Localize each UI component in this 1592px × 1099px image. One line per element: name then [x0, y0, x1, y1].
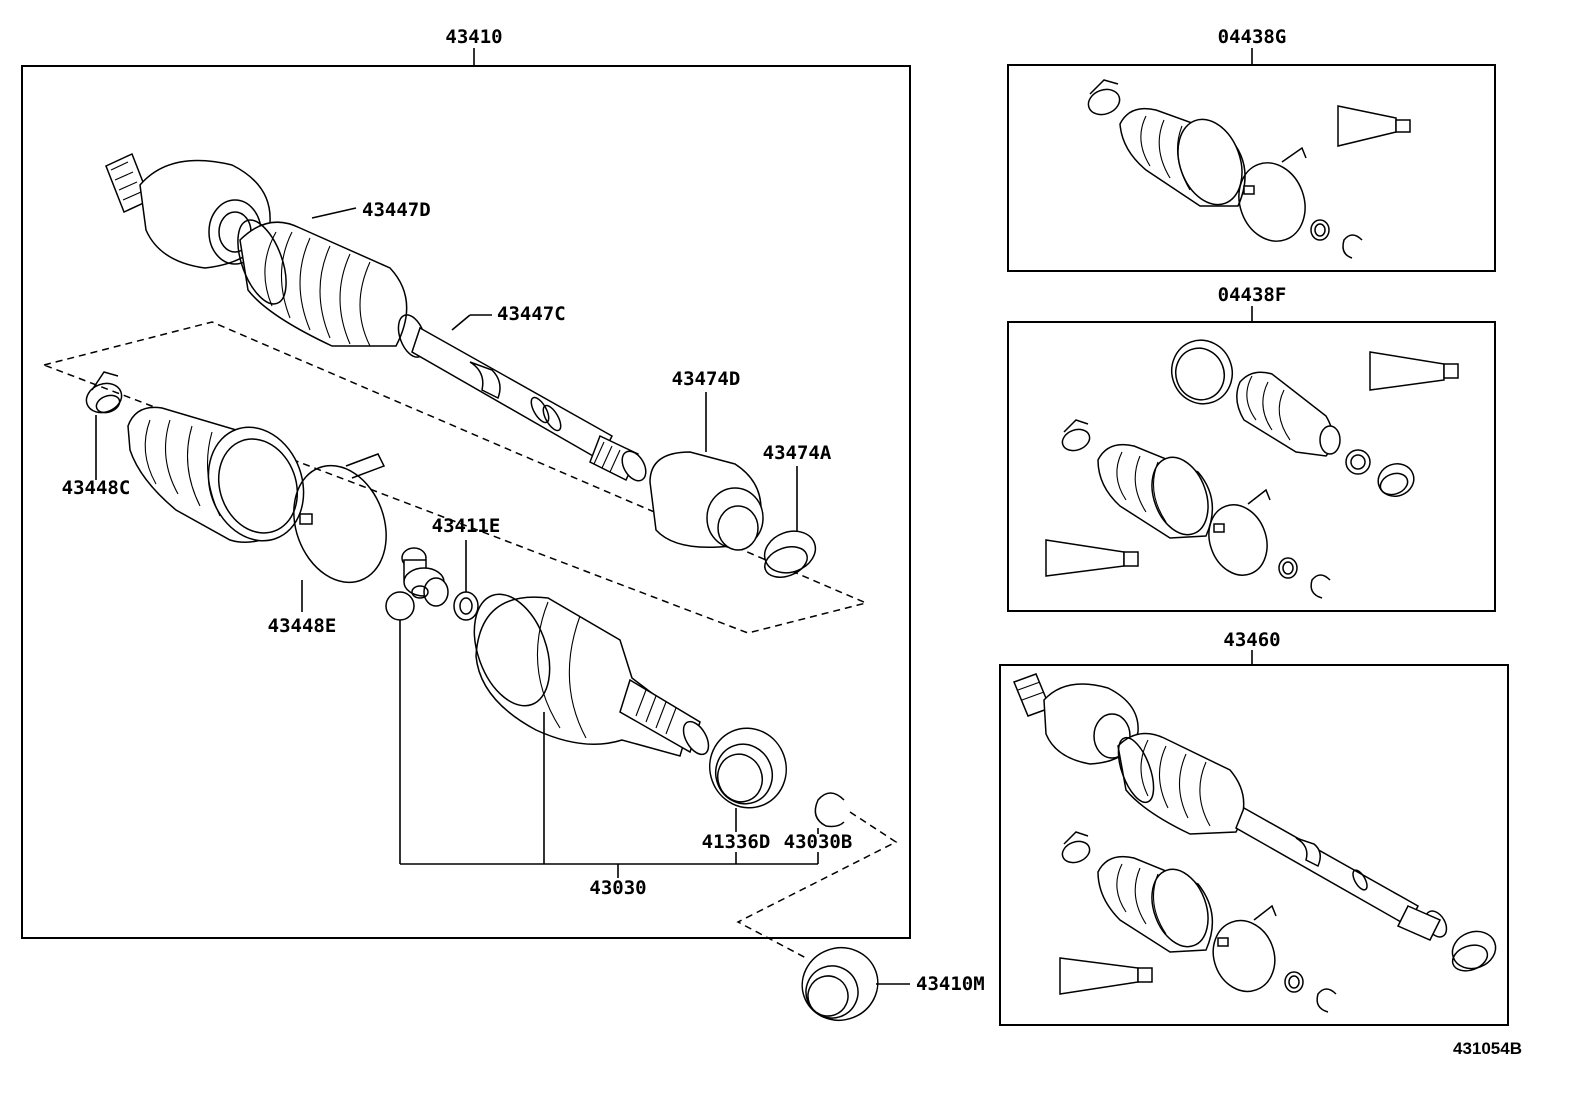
label-43411E[interactable]: 43411E — [432, 515, 501, 537]
boot-kit-inner — [85, 371, 387, 584]
snap-ring — [814, 792, 845, 828]
label-43447D[interactable]: 43447D — [362, 199, 431, 221]
label-41336D[interactable]: 41336D — [702, 831, 771, 853]
tripod-joint — [385, 547, 479, 621]
bearing-43410M — [801, 947, 879, 1021]
assembly-frame-43460 — [999, 664, 1509, 1026]
label-43410[interactable]: 43410 — [445, 26, 502, 48]
label-43410M[interactable]: 43410M — [916, 973, 985, 995]
dashed-link-43410M — [736, 811, 898, 959]
figure-reference: 431054B — [1453, 1039, 1522, 1058]
assembly-frame-43410 — [21, 65, 911, 939]
label-43447C[interactable]: 43447C — [497, 303, 566, 325]
label-43474A[interactable]: 43474A — [763, 442, 832, 464]
label-43448E[interactable]: 43448E — [268, 615, 337, 637]
dynamic-damper — [649, 451, 764, 551]
clamp-43474A — [763, 530, 817, 578]
inner-joint-housing — [473, 593, 710, 757]
label-43460[interactable]: 43460 — [1223, 629, 1280, 651]
label-43474D[interactable]: 43474D — [672, 368, 741, 390]
label-04438F[interactable]: 04438F — [1218, 284, 1287, 306]
leader-43030 — [399, 620, 819, 878]
label-43030B[interactable]: 43030B — [784, 831, 853, 853]
label-04438G[interactable]: 04438G — [1218, 26, 1287, 48]
group-04438G: 04438G — [1007, 26, 1496, 272]
drive-shaft-assembly — [105, 152, 647, 482]
label-43448C[interactable]: 43448C — [62, 477, 131, 499]
group-43410: 43410 — [21, 26, 911, 939]
group-04438F: 04438F — [1007, 284, 1496, 612]
group-43460: 43460 — [999, 629, 1509, 1026]
oil-seal — [709, 727, 787, 809]
label-43030[interactable]: 43030 — [589, 877, 646, 899]
